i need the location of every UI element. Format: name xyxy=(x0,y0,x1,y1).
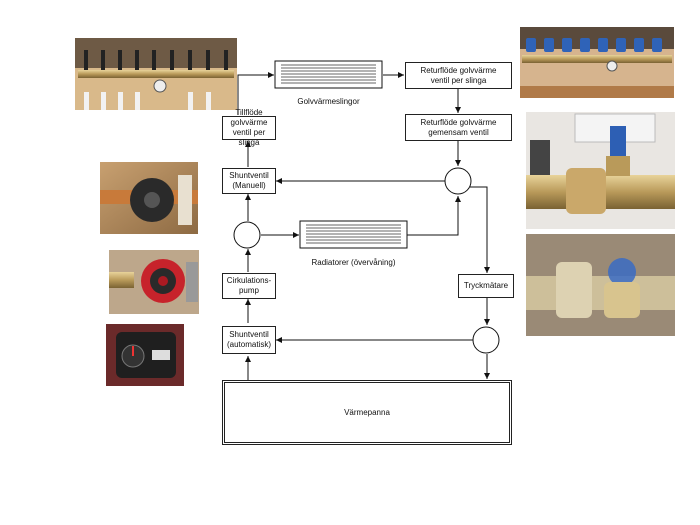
mixer-junction-lower xyxy=(472,326,500,354)
arrow-mixer-to-pressure xyxy=(470,186,490,273)
node-pressure-gauge: Tryckmätare xyxy=(458,274,514,298)
node-circulation-pump: Cirkulations- pump xyxy=(222,273,276,299)
manifold-supply-photo xyxy=(75,38,237,110)
label-floorloops: Golvvärmeslingor xyxy=(297,97,360,106)
manifold-return-photo xyxy=(520,27,674,98)
node-supply-valve: Tillflöde golvvärme ventil per slinga xyxy=(222,108,276,147)
circulation-pump-red-photo xyxy=(109,250,199,314)
node-boiler: Värmepanna xyxy=(222,380,512,445)
node-shunt-automatic: Shuntventil (automatisk) xyxy=(222,326,276,354)
node-return-common: Returflöde golvvärme gemensam ventil xyxy=(405,114,512,141)
mixer-junction-upper xyxy=(444,167,472,195)
circulation-pump-black-photo xyxy=(100,162,198,234)
arrow-supply-to-floorloops xyxy=(237,72,274,115)
pressure-valve-photo xyxy=(526,234,675,336)
splitter-junction xyxy=(233,221,261,249)
arrow-radiators-to-mixer xyxy=(407,196,461,236)
shunt-actuator-photo xyxy=(106,324,184,386)
node-shunt-manual: Shuntventil (Manuell) xyxy=(222,168,276,194)
radiators-coil xyxy=(299,220,408,249)
label-radiators: Radiatorer (övervåning) xyxy=(311,258,396,267)
floorloops-coil xyxy=(274,60,383,89)
node-return-per-loop: Returflöde golvvärme ventil per slinga xyxy=(405,62,512,89)
flow-lines xyxy=(237,72,490,381)
common-valve-photo xyxy=(526,112,675,229)
